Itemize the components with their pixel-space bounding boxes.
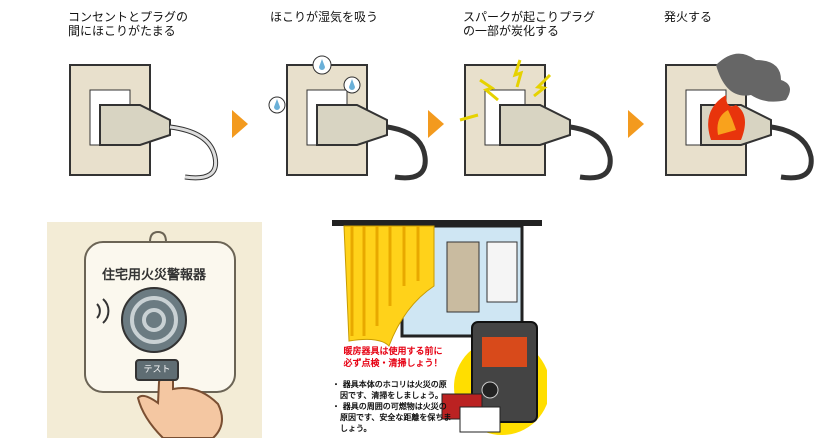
step-title: コンセントとプラグの 間にほこりがたまる xyxy=(68,10,189,38)
outlet-spark-illustration xyxy=(459,59,613,181)
arrow-right-icon xyxy=(428,110,444,138)
arrow-right-icon xyxy=(232,110,248,138)
step-dust-accumulates: コンセントとプラグの 間にほこりがたまる xyxy=(60,0,230,200)
tip-item: ・ 器具本体のホコリは火災の原因です、清掃をしましょう。 xyxy=(332,380,447,400)
arrow-right-icon xyxy=(628,110,644,138)
step-dust-absorbs-moisture: ほこりが湿気を吸う xyxy=(262,0,432,200)
heater-curtain-illustration xyxy=(332,220,547,435)
outlet-moisture-illustration xyxy=(268,55,428,181)
step-ignition: 発火する xyxy=(656,0,826,200)
step-spark-carbonizes: スパークが起こりプラグ の一部が炭化する xyxy=(455,0,625,200)
step-title: ほこりが湿気を吸う xyxy=(270,10,379,24)
outlet-fire-illustration xyxy=(665,53,814,181)
step-title: スパークが起こりプラグ の一部が炭化する xyxy=(463,10,596,38)
step-title: 発火する xyxy=(664,10,713,24)
tip-item: ・ 器具の周囲の可燃物は火災の原因です、安全な距離を保ちましょう。 xyxy=(332,402,452,433)
outlet-plug-illustration xyxy=(69,64,219,181)
smoke-alarm-illustration xyxy=(84,230,236,438)
heater-warning-text: 暖房器具は使用する前に 必ず点検・清掃しょう！ xyxy=(343,347,443,369)
heater-tips-list: ・ 器具本体のホコリは火災の原因です、清掃をしましょう。 ・ 器具の周囲の可燃物… xyxy=(332,379,452,434)
smoke-alarm-panel: 住宅用火災警報器 テスト xyxy=(47,222,262,438)
heater-safety-poster: 暖房器具は使用する前に 必ず点検・清掃しょう！ ・ 器具本体のホコリは火災の原因… xyxy=(322,212,547,438)
smoke-alarm-label: 住宅用火災警報器 xyxy=(102,268,207,283)
test-button[interactable]: テスト xyxy=(135,359,179,381)
